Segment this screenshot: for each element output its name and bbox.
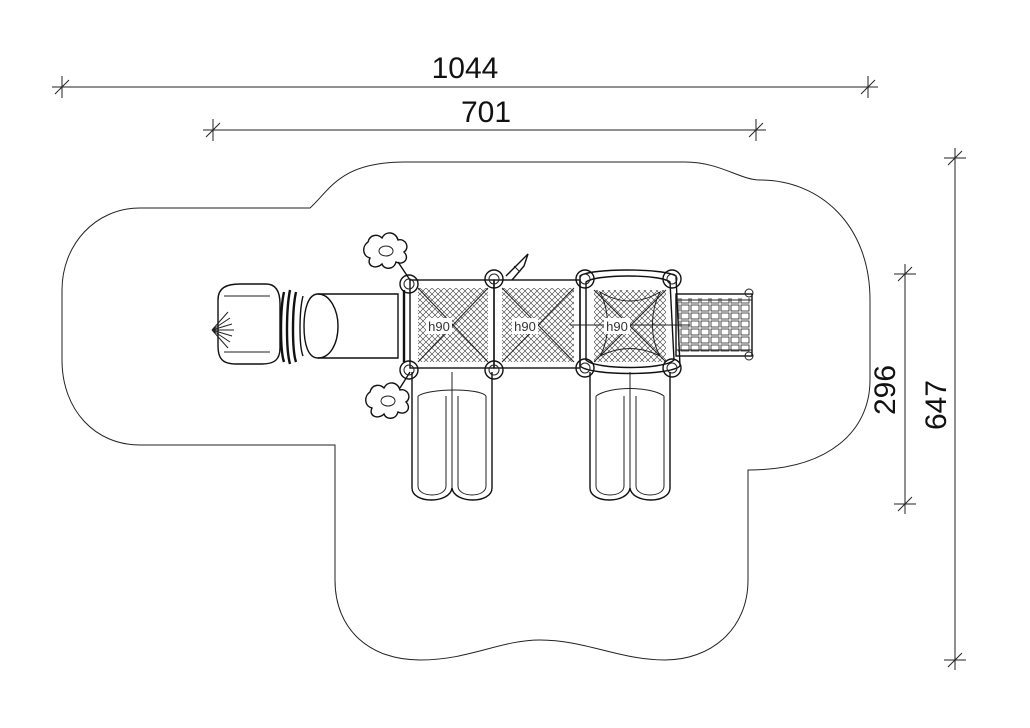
structure-depth-label: 296 <box>869 365 902 415</box>
platform-1: h90 <box>409 279 495 369</box>
overall-width-label: 1044 <box>432 52 499 85</box>
platform-2-height-label: h90 <box>514 319 536 334</box>
posts <box>399 269 682 380</box>
tube-slide <box>211 283 406 365</box>
dimension-structure-width: 701 <box>203 96 766 141</box>
overall-depth-label: 647 <box>920 380 953 430</box>
structure-width-label: 701 <box>461 96 511 129</box>
platform-3-roofed: h90 <box>570 269 690 375</box>
safety-zone-outline <box>61 161 871 661</box>
dimension-overall-depth: 647 <box>920 148 966 670</box>
platform-3-height-label: h90 <box>606 319 628 334</box>
double-slide-1 <box>411 372 493 501</box>
double-slide-2 <box>589 372 671 501</box>
dimension-overall-width: 1044 <box>52 52 878 98</box>
platform-2: h90 <box>493 279 581 369</box>
flower-panel-bottom <box>365 371 411 419</box>
bridge-ramp <box>675 288 754 361</box>
arrow-decoration <box>505 253 529 281</box>
dimension-structure-depth: 296 <box>869 264 916 514</box>
flower-panel-top <box>363 232 411 281</box>
platform-1-height-label: h90 <box>428 319 450 334</box>
